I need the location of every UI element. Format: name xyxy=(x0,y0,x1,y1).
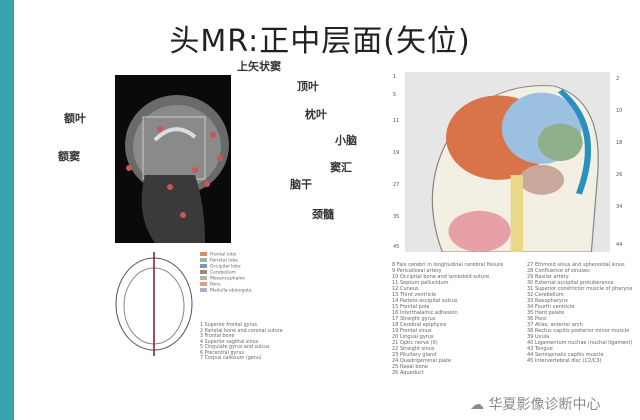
axial-brain-drawing xyxy=(115,252,193,356)
legend-item: Parietal lobe xyxy=(200,258,252,264)
mri-sagittal-image xyxy=(115,75,231,243)
watermark: ☁ 华夏影像诊断中心 xyxy=(470,397,601,413)
label-parietal-lobe: 顶叶 xyxy=(297,80,319,93)
leader-number: 45 xyxy=(393,244,400,250)
label-frontal-sinus: 额窦 xyxy=(58,150,80,163)
page-title: 头MR:正中层面(矢位) xyxy=(169,24,471,59)
leader-number: 5 xyxy=(393,92,397,98)
accent-bar xyxy=(0,0,14,420)
leader-number: 26 xyxy=(616,172,623,178)
leader-number: 1 xyxy=(393,74,397,80)
label-occipital-lobe: 枕叶 xyxy=(305,108,327,121)
structure-list-column-1: 8 Falx cerebri in longitudinal cerebral … xyxy=(392,262,504,376)
legend-item: Cerebellum xyxy=(200,270,252,276)
leader-number: 27 xyxy=(393,182,400,188)
wechat-icon: ☁ xyxy=(470,397,489,413)
label-cervical-cord: 颈髓 xyxy=(312,208,334,221)
label-brainstem: 脑干 xyxy=(290,178,312,191)
leader-number: 10 xyxy=(616,108,623,114)
leader-number: 44 xyxy=(616,242,623,248)
legend-item: Occipital lobe xyxy=(200,264,252,270)
label-cerebellum: 小脑 xyxy=(335,134,357,147)
legend-item: Frontal lobe xyxy=(200,252,252,258)
legend-item: Mesencephalon xyxy=(200,276,252,282)
color-legend: Frontal lobe Parietal lobe Occipital lob… xyxy=(200,252,252,294)
leader-number: 18 xyxy=(616,140,623,146)
leader-number: 34 xyxy=(616,204,623,210)
label-superior-sagittal-sinus: 上矢状窦 xyxy=(237,60,281,73)
label-frontal-lobe: 额叶 xyxy=(64,112,86,125)
leader-number: 19 xyxy=(393,150,400,156)
leader-number: 35 xyxy=(393,214,400,220)
label-confluence: 窦汇 xyxy=(330,161,352,174)
leader-number: 11 xyxy=(393,118,400,124)
legend-item: Pons xyxy=(200,282,252,288)
legend-item: Medulla oblongata xyxy=(200,288,252,294)
anatomy-illustration xyxy=(405,72,610,252)
leader-number: 2 xyxy=(616,76,620,82)
